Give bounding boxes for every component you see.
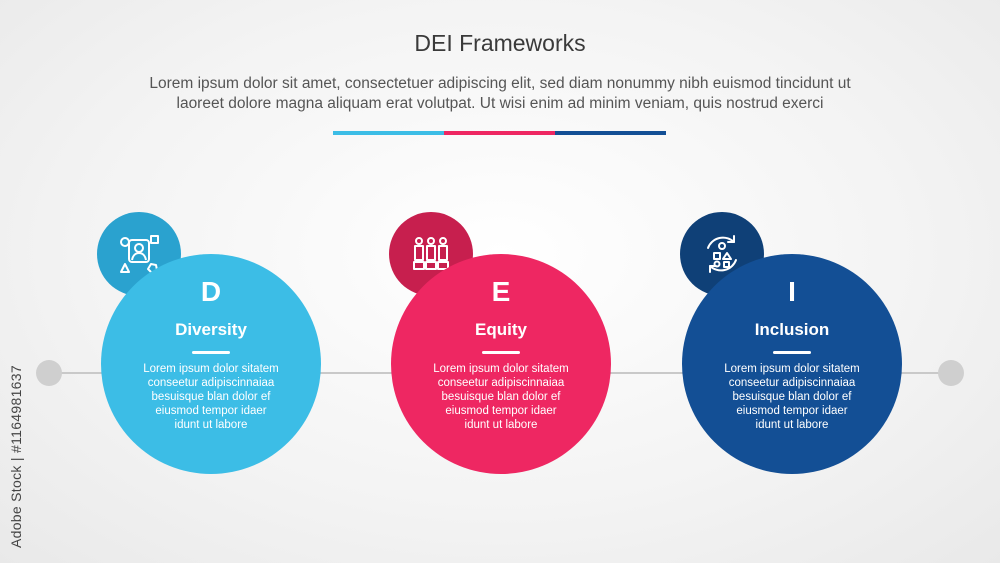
inclusion-card: I Inclusion Lorem ipsum dolor sitatem co… (682, 254, 902, 474)
accent-bar-navy (555, 131, 666, 135)
desc-line: conseetur adipiscinnaiaa (728, 377, 856, 389)
desc-line: conseetur adipiscinnaiaa (147, 377, 275, 389)
desc-line: besuisque blan dolor ef (441, 391, 561, 403)
desc-line: besuisque blan dolor ef (151, 391, 271, 403)
equity-card: E Equity Lorem ipsum dolor sitatem conse… (391, 254, 611, 474)
diversity-card: D Diversity Lorem ipsum dolor sitatem co… (101, 254, 321, 474)
subtitle-line-2: laoreet dolore magna aliquam erat volutp… (176, 95, 824, 112)
subtitle-line-1: Lorem ipsum dolor sit amet, consectetuer… (149, 75, 851, 92)
page-title: DEI Frameworks (414, 30, 586, 56)
diversity-underline (192, 351, 230, 354)
desc-line: eiusmod tempor idaer (155, 405, 267, 417)
desc-line: Lorem ipsum dolor sitatem (433, 363, 569, 375)
stock-watermark: Adobe Stock | #1164981637 (8, 365, 24, 548)
inclusion-cycle-icon (707, 235, 737, 273)
accent-bar-blue (333, 131, 444, 135)
timeline-start-dot (36, 360, 62, 386)
page-subtitle: Lorem ipsum dolor sit amet, consectetuer… (70, 74, 930, 114)
equity-description: Lorem ipsum dolor sitatem conseetur adip… (421, 362, 581, 432)
desc-line: Lorem ipsum dolor sitatem (143, 363, 279, 375)
equity-letter: E (491, 276, 511, 307)
diversity-description: Lorem ipsum dolor sitatem conseetur adip… (131, 362, 291, 432)
inclusion-description: Lorem ipsum dolor sitatem conseetur adip… (712, 362, 872, 432)
accent-bar-pink (444, 131, 555, 135)
equity-people-icon (413, 237, 449, 270)
equity-title: Equity (475, 320, 527, 339)
desc-line: besuisque blan dolor ef (732, 391, 852, 403)
diversity-letter: D (200, 276, 222, 307)
inclusion-underline (773, 351, 811, 354)
desc-line: Lorem ipsum dolor sitatem (724, 363, 860, 375)
desc-line: idunt ut labore (174, 419, 248, 431)
desc-line: eiusmod tempor idaer (445, 405, 557, 417)
diversity-title: Diversity (175, 320, 247, 339)
inclusion-title: Inclusion (754, 320, 830, 339)
desc-line: eiusmod tempor idaer (736, 405, 848, 417)
desc-line: conseetur adipiscinnaiaa (437, 377, 565, 389)
desc-line: idunt ut labore (464, 419, 538, 431)
desc-line: idunt ut labore (755, 419, 829, 431)
equity-underline (482, 351, 520, 354)
inclusion-letter: I (788, 276, 796, 307)
timeline-end-dot (938, 360, 964, 386)
